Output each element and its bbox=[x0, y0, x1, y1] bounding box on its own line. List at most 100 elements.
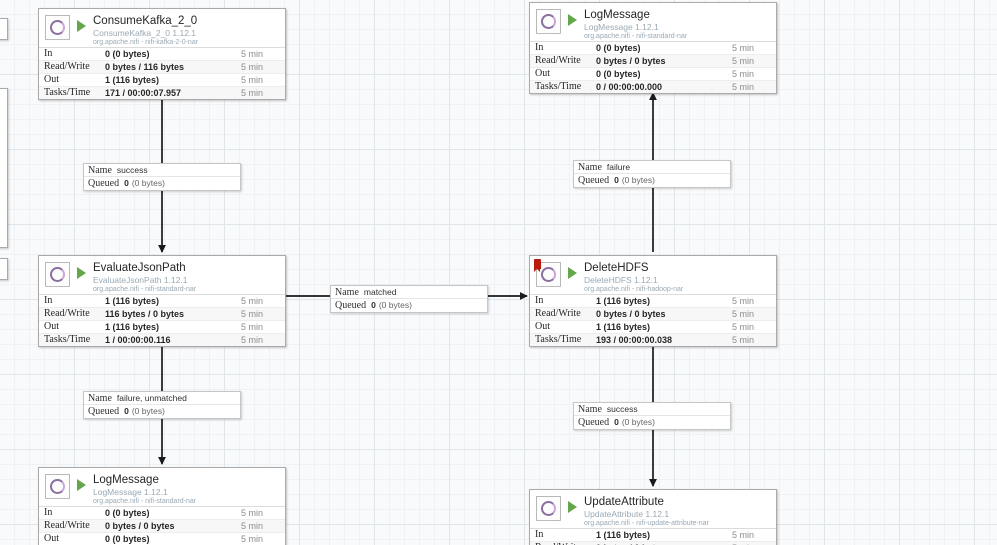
stat-row-in: In 1 (116 bytes) 5 min bbox=[530, 529, 776, 542]
processor-type: LogMessage 1.12.1 bbox=[93, 487, 168, 497]
stat-period-in: 5 min bbox=[241, 296, 264, 306]
connection-name-label: Name bbox=[578, 161, 602, 173]
bulletin-indicator-icon[interactable] bbox=[534, 259, 541, 272]
stat-period-out: 5 min bbox=[241, 534, 264, 544]
connection-name-label: Name bbox=[88, 164, 112, 176]
connection-queued-label: Queued bbox=[88, 406, 120, 417]
connection-name-label: Name bbox=[578, 403, 602, 415]
stat-label-in: In bbox=[535, 529, 544, 540]
processor-name: UpdateAttribute bbox=[584, 496, 664, 508]
stat-label-tasks_time: Tasks/Time bbox=[44, 334, 91, 345]
run-status-play-icon[interactable] bbox=[568, 501, 577, 513]
stat-value-in: 1 (116 bytes) bbox=[596, 530, 651, 540]
clipped-component-bottom-left[interactable] bbox=[0, 258, 8, 280]
run-status-play-icon[interactable] bbox=[77, 267, 86, 279]
stat-period-read_write: 5 min bbox=[732, 542, 776, 545]
clipped-component-top-left[interactable] bbox=[0, 18, 8, 40]
stat-value-read_write: 116 bytes / 0 bytes bbox=[105, 309, 185, 319]
run-status-play-icon[interactable] bbox=[77, 20, 86, 32]
connection-relationship: success bbox=[606, 403, 638, 414]
stat-row-in: In 0 (0 bytes) 5 min bbox=[39, 507, 285, 520]
stat-value-in: 0 (0 bytes) bbox=[105, 508, 150, 518]
stat-label-in: In bbox=[44, 295, 53, 306]
stat-value-out: 0 (0 bytes) bbox=[105, 534, 150, 544]
processor-bundle: org.apache.nifi - nifi-kafka-2-0-nar bbox=[93, 39, 199, 46]
stat-label-tasks_time: Tasks/Time bbox=[535, 334, 582, 345]
processor-bundle: org.apache.nifi - nifi-hadoop-nar bbox=[584, 286, 684, 293]
connection-queued-bytes: (0 bytes) bbox=[621, 417, 655, 427]
connection-queued-label: Queued bbox=[578, 417, 610, 428]
stat-value-in: 1 (116 bytes) bbox=[105, 296, 160, 306]
stat-value-read_write: 0 bytes / 0 bytes bbox=[596, 56, 666, 66]
clipped-component-mid-left[interactable] bbox=[0, 88, 8, 248]
processor-icon bbox=[45, 15, 70, 40]
connection-queued-count: 0 bbox=[614, 417, 619, 427]
stat-value-read_write: 0 bytes / 0 bytes bbox=[105, 521, 175, 531]
stat-label-read_write: Read/Write bbox=[535, 308, 581, 319]
stat-label-in: In bbox=[44, 507, 53, 518]
connection-name-row: Name success bbox=[574, 403, 730, 416]
stat-period-out: 5 min bbox=[732, 69, 755, 79]
run-status-play-icon[interactable] bbox=[77, 479, 86, 491]
connection-queued-bytes: (0 bytes) bbox=[621, 175, 655, 185]
stat-label-read_write: Read/Write bbox=[530, 542, 596, 545]
processor-bundle: org.apache.nifi - nifi-update-attribute-… bbox=[584, 520, 709, 527]
stat-label-out: Out bbox=[44, 533, 59, 544]
connection-relationship: matched bbox=[363, 286, 397, 297]
stat-label-in: In bbox=[44, 48, 53, 59]
connection-queued-count: 0 bbox=[124, 178, 129, 188]
stat-period-in: 5 min bbox=[241, 508, 264, 518]
connection-relationship: failure, unmatched bbox=[116, 392, 187, 403]
stat-label-in: In bbox=[535, 42, 544, 53]
stat-period-tasks_time: 5 min bbox=[241, 88, 264, 98]
stat-row-in: In 1 (116 bytes) 5 min bbox=[39, 295, 285, 308]
connection-queued-bytes: (0 bytes) bbox=[378, 300, 412, 310]
processor-bundle: org.apache.nifi - nifi-standard-nar bbox=[584, 33, 688, 40]
stat-value-out: 0 (0 bytes) bbox=[596, 69, 641, 79]
stat-label-read_write: Read/Write bbox=[44, 520, 90, 531]
stat-period-tasks_time: 5 min bbox=[732, 82, 755, 92]
run-status-play-icon[interactable] bbox=[568, 267, 577, 279]
processor-name: LogMessage bbox=[584, 9, 650, 21]
stat-value-tasks_time: 171 / 00:00:07.957 bbox=[105, 88, 182, 98]
processor-icon bbox=[534, 259, 561, 287]
processor-type: LogMessage 1.12.1 bbox=[584, 22, 659, 32]
stat-label-in: In bbox=[535, 295, 544, 306]
stat-period-out: 5 min bbox=[732, 322, 755, 332]
stat-label-out: Out bbox=[44, 321, 59, 332]
stat-label-read_write: Read/Write bbox=[44, 308, 90, 319]
stat-period-out: 5 min bbox=[241, 322, 264, 332]
run-status-play-icon[interactable] bbox=[568, 14, 577, 26]
